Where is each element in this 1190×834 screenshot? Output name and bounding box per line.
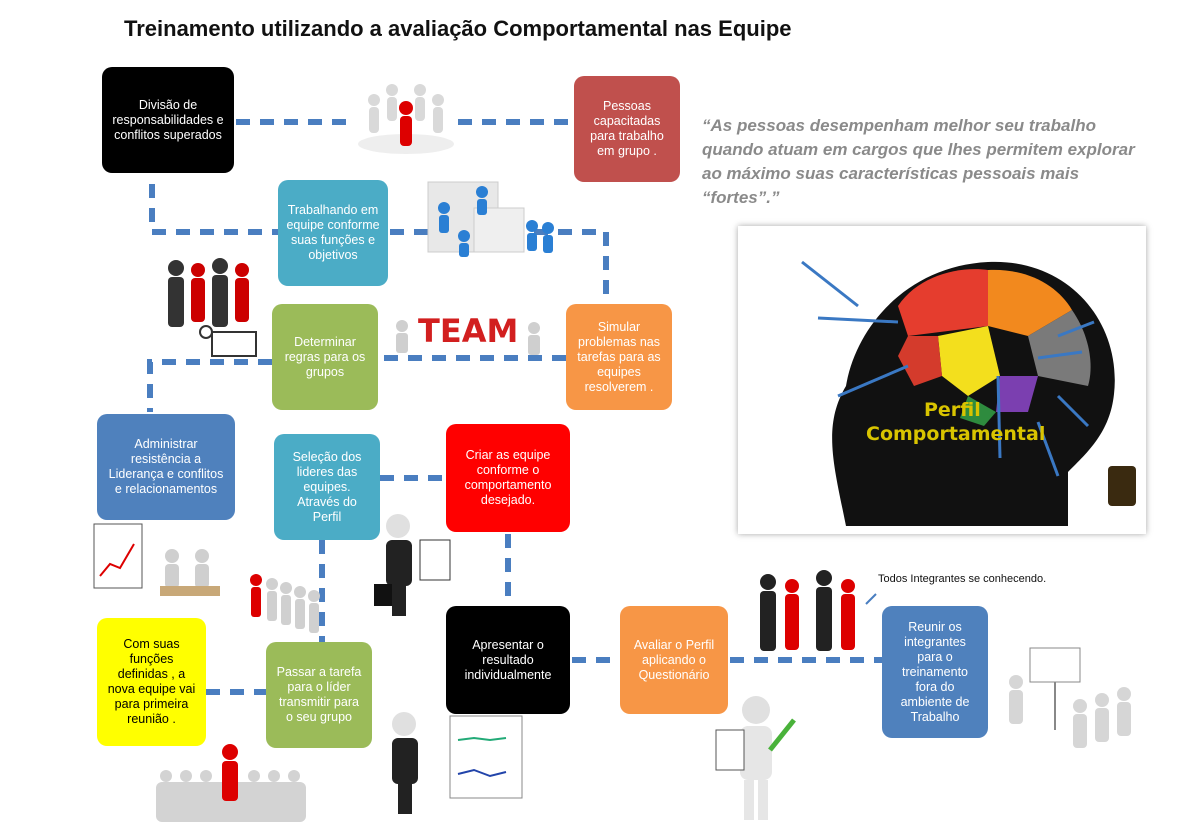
- box-passar: Passar a tarefa para o líder transmitir …: [266, 642, 372, 748]
- handshake-people-illustration: [760, 570, 855, 651]
- circle-people-illustration: [358, 84, 454, 154]
- box-selecao: Seleção dos lideres das equipes. Através…: [274, 434, 380, 540]
- head-label-2: Comportamental: [866, 423, 1045, 445]
- training-board-illustration: [1009, 647, 1131, 748]
- arrow-note: [865, 593, 877, 605]
- box-criar: Criar as equipe conforme o comportamento…: [446, 424, 570, 532]
- box-pessoas: Pessoas capacitadas para trabalho em gru…: [574, 76, 680, 182]
- box-reunir: Reunir os integrantes para o treinamento…: [882, 606, 988, 738]
- box-divisao: Divisão de responsabilidades e conflitos…: [102, 67, 234, 173]
- puzzle-people-illustration: [427, 181, 554, 257]
- person-checklist-illustration: [715, 696, 796, 820]
- presentation-meeting-illustration: [93, 523, 220, 596]
- team-letters: TEAM: [418, 312, 518, 350]
- team-letters-illustration: TEAM: [396, 312, 540, 355]
- connector-divisao-trabalhando: [149, 184, 278, 235]
- note-text: Todos Integrantes se conhecendo.: [878, 573, 1047, 585]
- box-avaliar: Avaliar o Perfil aplicando o Questionári…: [620, 606, 728, 714]
- crowd-leader-illustration: [156, 744, 306, 822]
- box-trabalhando: Trabalhando em equipe conforme suas funç…: [278, 180, 388, 286]
- businessman-clipboard-illustration: [374, 514, 451, 616]
- page-title: Treinamento utilizando a avaliação Compo…: [124, 16, 792, 41]
- box-determinar: Determinar regras para os grupos: [272, 304, 378, 410]
- connector-determinar-administrar: [147, 359, 272, 412]
- line-people-illustration: [250, 574, 320, 633]
- chart-presenter-illustration: [392, 712, 523, 814]
- head-label-1: Perfil: [924, 399, 981, 421]
- box-funcoes: Com suas funções definidas , a nova equi…: [97, 618, 206, 746]
- box-simular: Simular problemas nas tarefas para as eq…: [566, 304, 672, 410]
- quote-text: “As pessoas desempenham melhor seu traba…: [702, 116, 1135, 207]
- head-profile-illustration: Perfil Comportamental: [738, 226, 1146, 534]
- box-apresentar: Apresentar o resultado individualmente: [446, 606, 570, 714]
- business-people-illustration: [168, 258, 257, 357]
- box-administrar: Administrar resistência a Liderança e co…: [97, 414, 235, 520]
